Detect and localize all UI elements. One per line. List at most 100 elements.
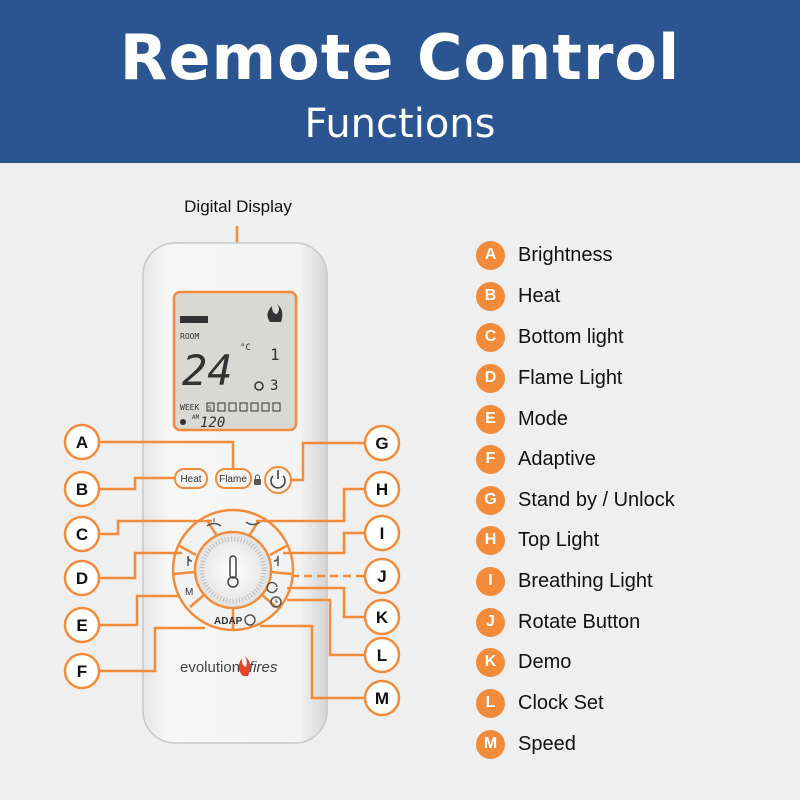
legend-badge: H [476,525,505,555]
legend-badge: K [476,647,505,677]
speed-icon [244,614,256,626]
legend-item: J Rotate Button [476,607,640,637]
brand-name: evolution [180,659,240,676]
legend-item: L Clock Set [476,688,604,718]
control-dial: M ADAP [171,508,295,632]
lcd-adaptive: ADAPTIVE [182,318,206,324]
legend-badge: C [476,322,505,352]
legend-badge: D [476,363,505,393]
marker-letter: C [76,525,88,544]
legend-label: Brightness [518,243,613,266]
flame-button[interactable]: Flame [215,468,252,489]
legend-badge: A [476,240,505,270]
marker-letter: J [377,567,386,586]
marker-letter: K [376,608,389,627]
legend-item: I Breathing Light [476,566,653,596]
marker-l: L [363,636,401,674]
legend-badge: E [476,404,505,434]
lock-icon [254,474,261,485]
leader-lines [96,440,364,700]
legend-label: Speed [518,732,576,755]
legend-item: H Top Light [476,525,599,555]
legend-label: Clock Set [518,691,604,714]
marker-letter: A [76,433,88,452]
legend-label: Mode [518,407,569,430]
lcd-lock-icon [180,419,186,425]
lcd-week-day: 5 [208,405,212,412]
rotate-knob[interactable] [193,530,273,610]
power-button[interactable] [264,466,292,494]
marker-letter: I [380,524,385,543]
lcd-fan-icon [254,381,264,391]
marker-j: J [363,557,401,595]
marker-h: H [363,470,401,508]
lcd-unit: °C [240,343,251,353]
marker-m: M [363,679,401,717]
page-subtitle: Functions [304,101,496,147]
marker-f: F [63,652,101,690]
mode-button-label[interactable]: M [185,587,193,598]
legend-item: A Brightness [476,240,613,270]
lcd-room: ROOM [180,332,199,341]
lcd-am: AM [192,414,200,421]
marker-letter: M [375,689,389,708]
legend-badge: J [476,607,505,637]
brand-flame-icon [238,656,251,676]
legend-badge: L [476,688,505,718]
lcd-level2: 3 [270,378,278,394]
clock-icon [270,596,282,608]
lcd-time: 120 [200,415,225,431]
legend-item: C Bottom light [476,322,624,352]
flame-light-icon [187,555,193,566]
brand-logo: evolution fires [180,656,278,676]
marker-letter: B [76,480,88,499]
legend-item: K Demo [476,647,571,677]
legend-badge: G [476,485,505,515]
legend-badge: M [476,729,505,759]
marker-c: C [63,515,101,553]
marker-letter: F [77,662,87,681]
legend-badge: B [476,281,505,311]
marker-i: I [363,514,401,552]
legend-badge: I [476,566,505,596]
legend-label: Top Light [518,528,600,551]
legend-item: E Mode [476,404,568,434]
legend-label: Demo [518,650,572,673]
lcd-week: WEEK [180,403,199,412]
legend-item: F Adaptive [476,444,596,474]
lcd-flame-icon [267,304,283,322]
flame-button-label: Flame [219,474,247,485]
legend-label: Bottom light [518,325,624,348]
digital-display-callout: Digital Display [184,197,292,216]
breathing-light-icon [273,555,279,566]
marker-e: E [63,606,101,644]
marker-a: A [63,423,101,461]
bottom-light-icon [206,518,222,527]
page-title: Remote Control [119,21,681,94]
marker-k: K [363,598,401,636]
legend-badge: F [476,444,505,474]
marker-b: B [63,470,101,508]
thermometer-icon [227,555,239,588]
legend-label: Breathing Light [518,569,653,592]
adap-button-label[interactable]: ADAP [214,616,243,627]
lcd-screen: ADAPTIVE ROOM 24 °C 1 3 WEEK 5 AM 120 [172,290,298,432]
lcd-level1: 1 [270,345,280,364]
legend-item: M Speed [476,729,576,759]
legend-label: Flame Light [518,366,623,389]
marker-letter: L [377,646,387,665]
legend-label: Stand by / Unlock [518,488,675,511]
heat-button[interactable]: Heat [174,468,208,489]
marker-g: G [363,424,401,462]
top-light-icon [245,521,261,526]
heat-button-label: Heat [180,474,201,485]
brand-suffix: fires [249,659,278,676]
legend-label: Rotate Button [518,610,641,633]
marker-letter: E [76,616,87,635]
lcd-temp: 24 [182,346,233,395]
marker-letter: D [76,569,88,588]
legend-label: Adaptive [518,447,596,470]
marker-letter: H [376,480,388,499]
